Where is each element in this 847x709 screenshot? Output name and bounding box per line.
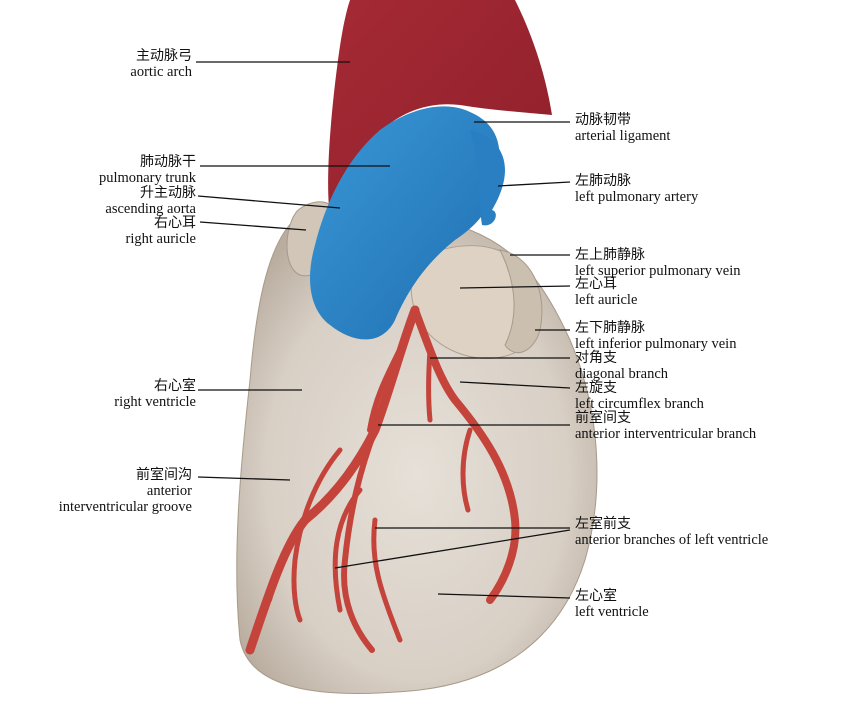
label-left-ventricle-zh: 左心室 bbox=[575, 588, 617, 604]
label-ablv-zh: 左室前支 bbox=[575, 516, 631, 532]
label-arterial-ligament-en: arterial ligament bbox=[575, 128, 671, 144]
label-lipv-en: left inferior pulmonary vein bbox=[575, 336, 737, 352]
label-arterial-ligament: 动脉韧带 arterial ligament bbox=[575, 112, 670, 144]
label-pulmonary-trunk-en: pulmonary trunk bbox=[98, 170, 196, 186]
label-right-auricle-zh: 右心耳 bbox=[154, 215, 196, 231]
left-pulmonary-artery-shape bbox=[470, 130, 505, 226]
label-aortic-arch-zh: 主动脉弓 bbox=[136, 48, 192, 64]
label-left-auricle-zh: 左心耳 bbox=[575, 276, 617, 292]
label-diagonal-branch-zh: 对角支 bbox=[575, 350, 617, 366]
label-right-auricle: 右心耳 right auricle bbox=[126, 215, 196, 247]
label-left-pulmonary-artery: 左肺动脉 left pulmonary artery bbox=[575, 173, 698, 205]
leader-lines bbox=[196, 61, 571, 599]
label-aig-en1: anterior bbox=[146, 483, 192, 499]
label-anterior-branches-left-ventricle: 左室前支 anterior branches of left ventricle bbox=[575, 516, 768, 548]
label-ascending-aorta-zh: 升主动脉 bbox=[140, 185, 196, 201]
label-anterior-interventricular-groove: 前室间沟 anterior interventricular groove bbox=[59, 467, 192, 515]
label-arterial-ligament-zh: 动脉韧带 bbox=[575, 112, 631, 128]
label-aig-zh: 前室间沟 bbox=[136, 467, 192, 483]
label-right-ventricle-en: right ventricle bbox=[114, 394, 196, 410]
label-ascending-aorta: 升主动脉 ascending aorta bbox=[105, 185, 196, 217]
label-left-superior-pulmonary-vein: 左上肺静脉 left superior pulmonary vein bbox=[575, 247, 741, 279]
label-lcx-zh: 左旋支 bbox=[575, 380, 617, 396]
label-left-ventricle-en: left ventricle bbox=[575, 604, 649, 620]
label-right-ventricle-zh: 右心室 bbox=[154, 378, 196, 394]
label-right-auricle-en: right auricle bbox=[125, 231, 196, 247]
label-left-pulmonary-artery-en: left pulmonary artery bbox=[575, 189, 699, 205]
label-diagonal-branch: 对角支 diagonal branch bbox=[575, 350, 668, 382]
label-left-ventricle: 左心室 left ventricle bbox=[575, 588, 649, 620]
pulmonary-trunk-shape bbox=[310, 106, 500, 340]
label-left-inferior-pulmonary-vein: 左下肺静脉 left inferior pulmonary vein bbox=[575, 320, 736, 352]
coronary-vessels bbox=[245, 305, 520, 655]
label-aig-en2: interventricular groove bbox=[58, 499, 192, 515]
label-pulmonary-trunk: 肺动脉干 pulmonary trunk bbox=[99, 154, 196, 186]
label-left-auricle: 左心耳 left auricle bbox=[575, 276, 637, 308]
label-diagonal-branch-en: diagonal branch bbox=[575, 366, 669, 382]
label-anterior-interventricular-branch: 前室间支 anterior interventricular branch bbox=[575, 410, 756, 442]
label-aortic-arch: 主动脉弓 aortic arch bbox=[130, 48, 192, 80]
label-aib-en: anterior interventricular branch bbox=[575, 426, 757, 442]
label-ablv-en: anterior branches of left ventricle bbox=[575, 532, 769, 548]
label-aib-zh: 前室间支 bbox=[575, 410, 631, 426]
label-lipv-zh: 左下肺静脉 bbox=[575, 320, 645, 336]
left-pulmonary-vein-shape bbox=[499, 249, 543, 354]
label-pulmonary-trunk-zh: 肺动脉干 bbox=[140, 154, 196, 170]
label-lspv-zh: 左上肺静脉 bbox=[575, 247, 645, 263]
label-lcx-en: left circumflex branch bbox=[575, 396, 704, 412]
label-left-auricle-en: left auricle bbox=[575, 292, 638, 308]
aortic-arch-shape bbox=[328, 0, 552, 235]
label-lspv-en: left superior pulmonary vein bbox=[575, 263, 741, 279]
label-ascending-aorta-en: ascending aorta bbox=[105, 201, 196, 217]
label-left-circumflex-branch: 左旋支 left circumflex branch bbox=[575, 380, 704, 412]
label-right-ventricle: 右心室 right ventricle bbox=[114, 378, 196, 410]
label-aortic-arch-en: aortic arch bbox=[130, 64, 192, 80]
label-left-pulmonary-artery-zh: 左肺动脉 bbox=[575, 173, 631, 189]
